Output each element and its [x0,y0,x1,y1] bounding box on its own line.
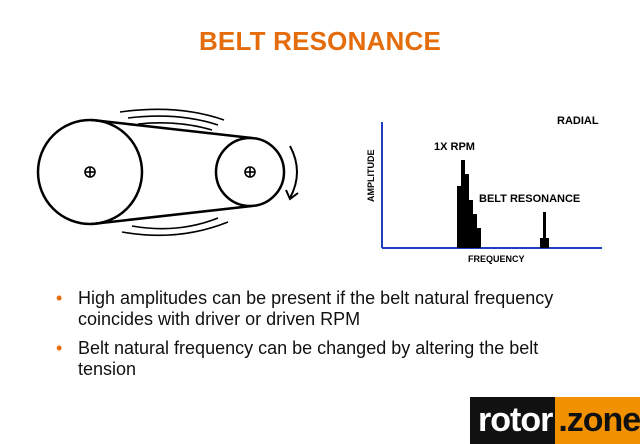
y-axis-label: AMPLITUDE [366,150,376,203]
driver-shaft-icon [84,166,96,178]
x-axis-label: FREQUENCY [468,254,525,264]
bullet-text: Belt natural frequency can be changed by… [78,338,539,379]
bullet-dot-icon: • [56,338,63,358]
rotor-zone-logo: rotor .zone [470,397,640,444]
bullet-text: High amplitudes can be present if the be… [78,288,554,329]
logo-left-text: rotor [470,397,556,444]
peak-1x-rpm [457,160,481,248]
logo-right-text: .zone [555,397,640,444]
bullet-list: • High amplitudes can be present if the … [56,288,556,388]
belt-bottom [91,204,253,226]
direction-label: RADIAL [557,115,599,127]
driven-shaft-icon [244,166,256,178]
belt-drive-diagram [36,108,299,237]
rotation-arrow-icon [285,145,299,201]
belt-vibration-marks [119,108,229,237]
peak-1x-rpm-label: 1X RPM [434,141,475,153]
belt-top [91,118,253,140]
vibration-spectrum: RADIAL AMPLITUDE FREQUENCY 1X RPM BELT R… [366,115,602,264]
bullet-item: • High amplitudes can be present if the … [56,288,556,330]
slide-title: BELT RESONANCE [198,26,442,56]
peak-belt-resonance [540,212,549,248]
peak-belt-resonance-label: BELT RESONANCE [479,193,580,205]
bullet-dot-icon: • [56,288,63,308]
driver-pulley [36,118,144,226]
bullet-item: • Belt natural frequency can be changed … [56,338,556,380]
